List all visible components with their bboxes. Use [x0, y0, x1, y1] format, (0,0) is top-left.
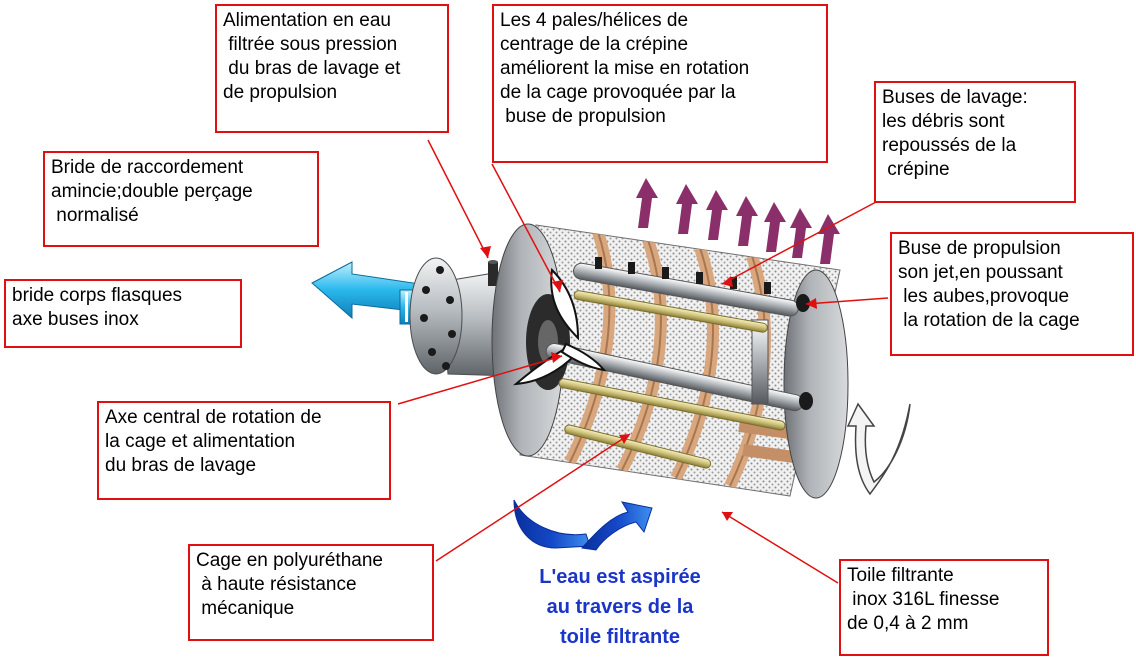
callout-toile: Toile filtrante inox 316L finesse de 0,4…	[839, 559, 1049, 656]
callout-cage: Cage en polyuréthane à haute résistance …	[188, 544, 434, 641]
callout-bride-raccordement: Bride de raccordement amincie;double per…	[43, 151, 319, 247]
callout-buse-propulsion: Buse de propulsion son jet,en poussant l…	[890, 232, 1134, 356]
leader-arrowheads	[480, 246, 817, 521]
outlet-arrow-icon	[311, 261, 423, 325]
callout-bride-corps: bride corps flasques axe buses inox	[4, 279, 242, 348]
washing-arm	[545, 257, 813, 412]
rotation-arrow-icon	[846, 402, 911, 496]
callout-axe-central: Axe central de rotation de la cage et al…	[97, 401, 391, 500]
callout-alimentation: Alimentation en eau filtrée sous pressio…	[215, 4, 449, 133]
callout-pales: Les 4 pales/hélices de centrage de la cr…	[492, 4, 828, 163]
flow-arrows-icon	[513, 499, 653, 551]
caption-water-flow: L'eau est aspirée au travers de la toile…	[539, 566, 701, 648]
cage-rods	[558, 290, 786, 469]
outlet-flange	[409, 257, 516, 377]
leader-lines	[397, 139, 889, 584]
callout-buses-lavage: Buses de lavage: les débris sont repouss…	[874, 81, 1076, 203]
